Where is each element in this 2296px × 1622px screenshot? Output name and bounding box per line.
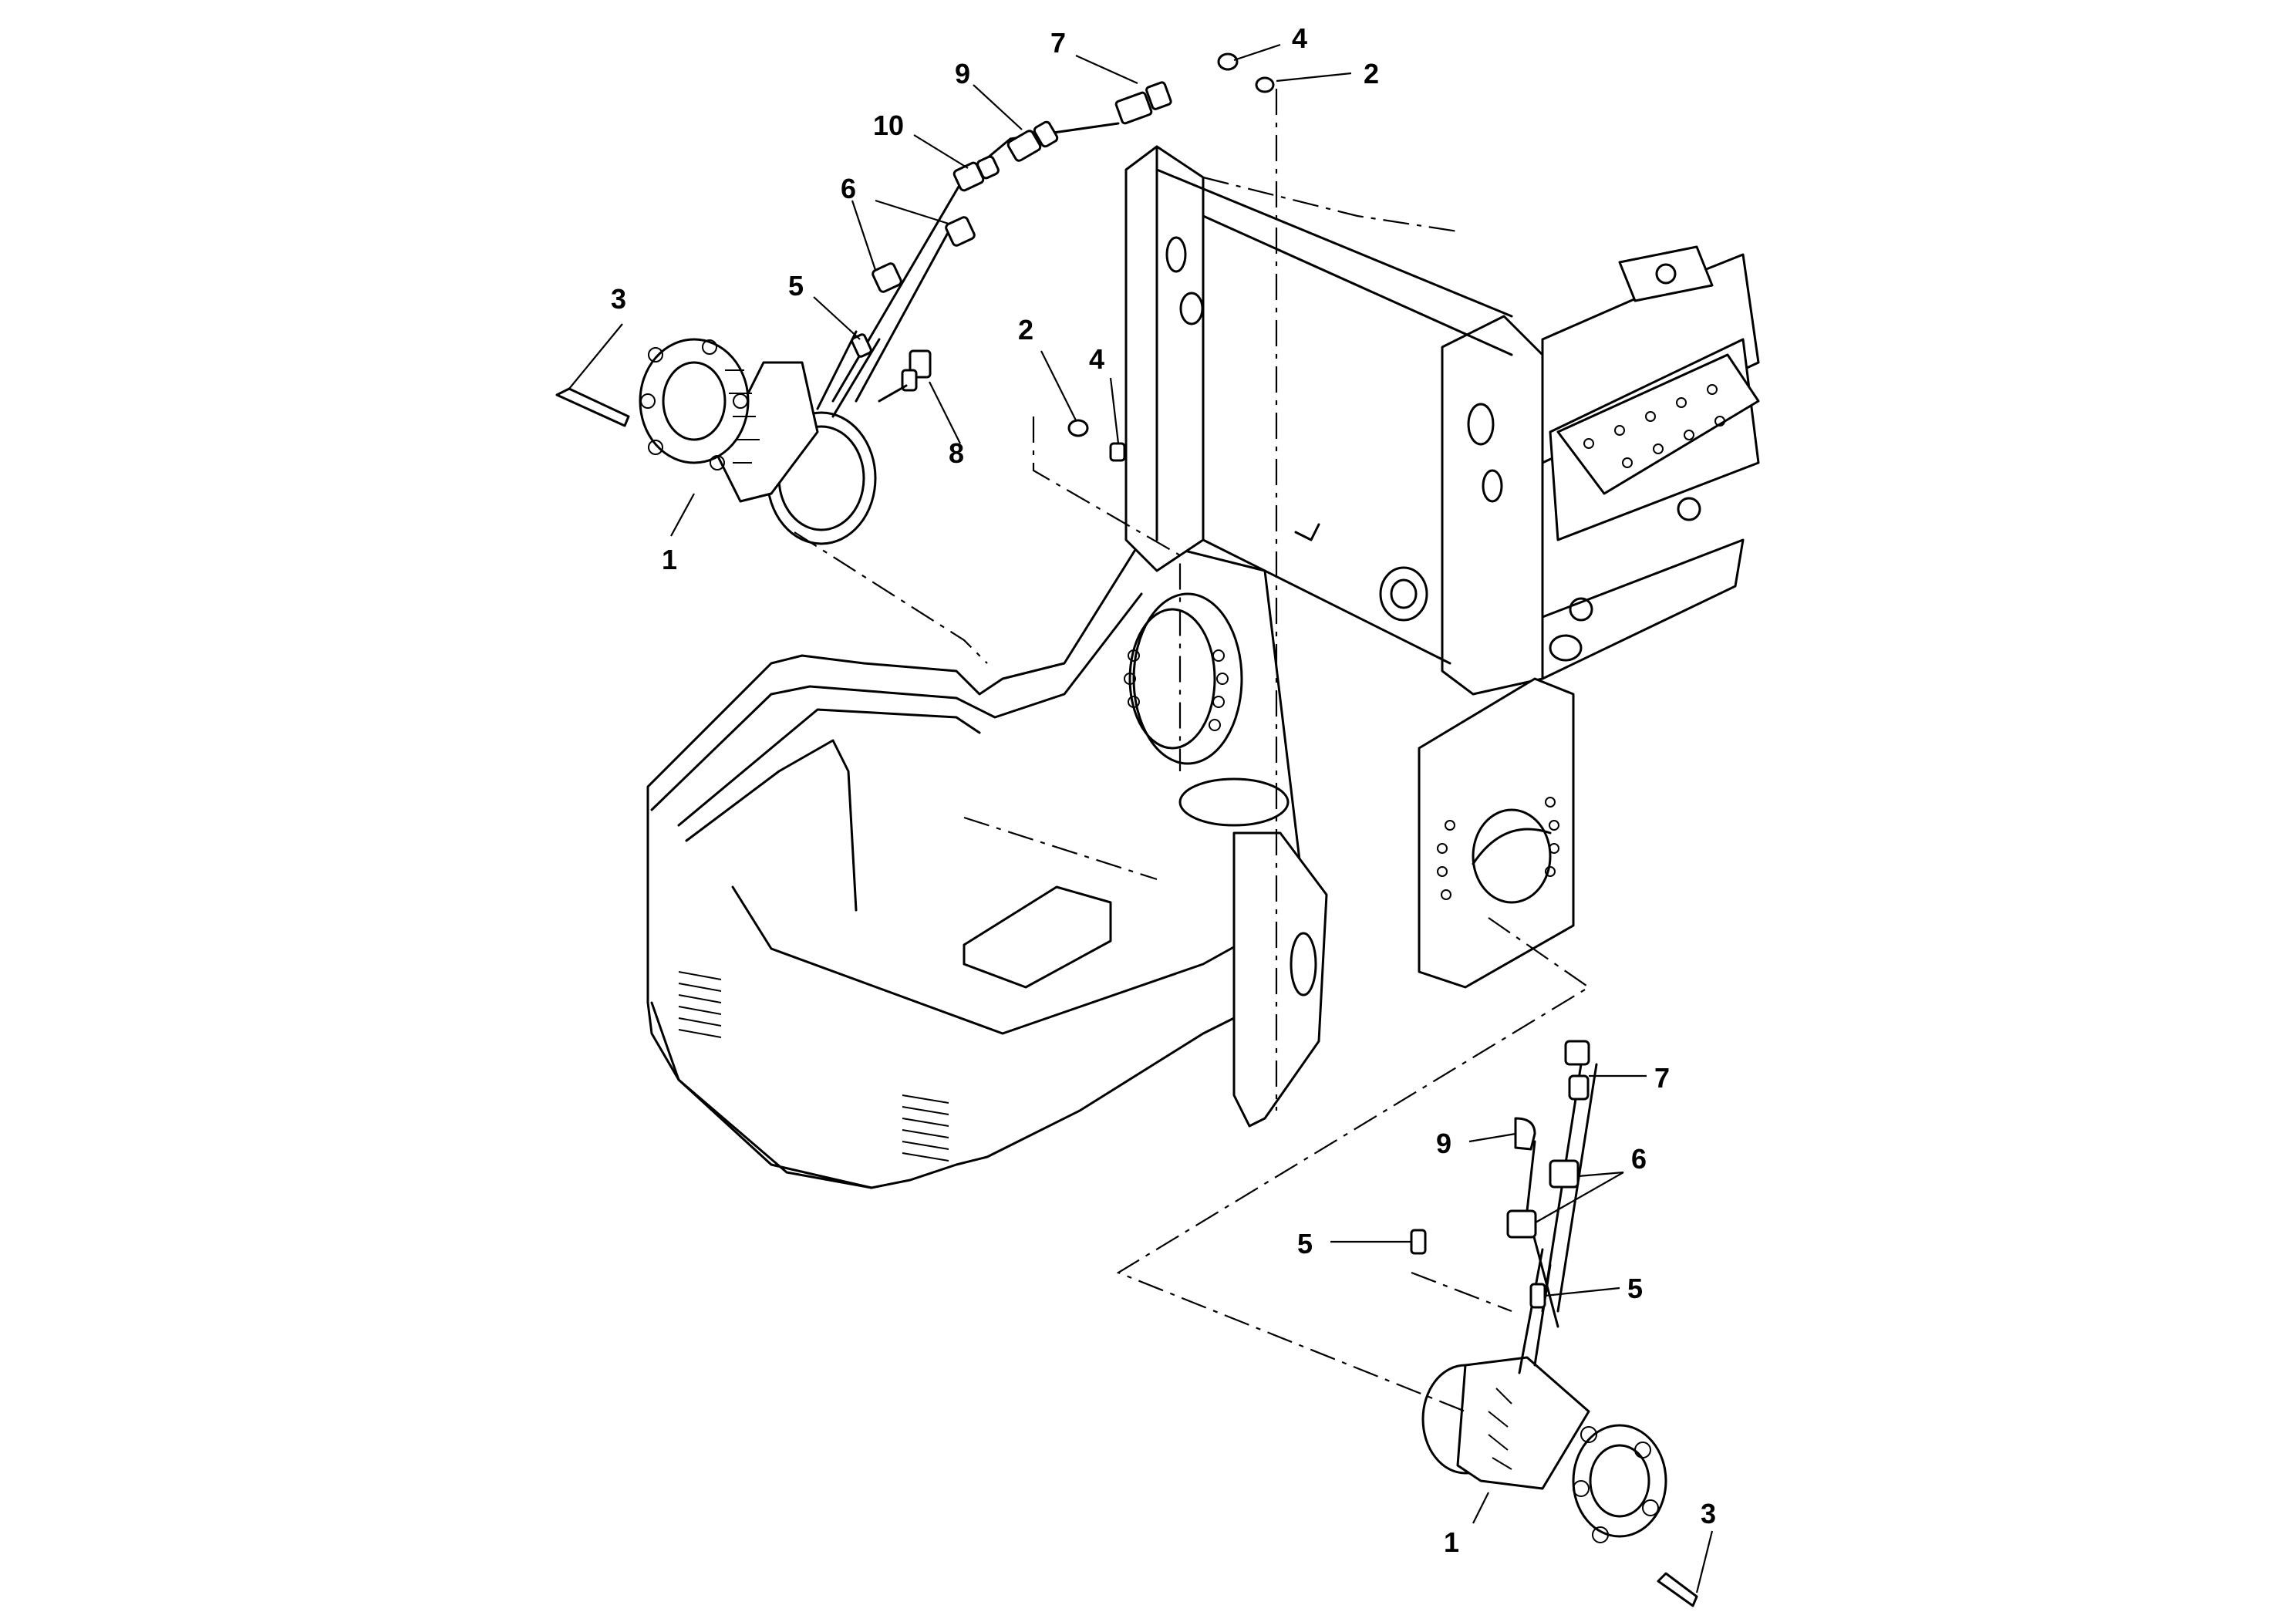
- plate-bolts: [1583, 384, 1725, 468]
- callout-7-lower: 7: [1654, 1062, 1670, 1094]
- fitting-8-upper: [878, 349, 932, 403]
- motor-flange-bolts-lower: [1573, 1426, 1659, 1543]
- callout-9-lower: 9: [1436, 1128, 1451, 1159]
- motor-fins-upper: [725, 369, 760, 464]
- callout-3-lower: 3: [1701, 1498, 1716, 1529]
- callout-6-lower: 6: [1631, 1143, 1647, 1175]
- fitting-7-upper: [1114, 81, 1172, 125]
- callout-1-upper: 1: [662, 544, 677, 575]
- fitting-6-lower-a: [1549, 1159, 1580, 1189]
- callout-3-upper: 3: [611, 283, 626, 315]
- callout-1-lower: 1: [1444, 1526, 1459, 1558]
- callout-2-top: 2: [1364, 58, 1379, 89]
- fitting-6-upper-a: [945, 216, 976, 247]
- fitting-5-lower-b: [1529, 1283, 1546, 1309]
- washer-2-mid: [1067, 419, 1089, 437]
- callout-2-mid: 2: [1018, 314, 1033, 346]
- drive-plate-holes: [1437, 797, 1559, 900]
- fitting-5-lower-a: [1410, 1229, 1427, 1255]
- fitting-9-upper: [1006, 120, 1059, 162]
- callout-10-upper: 10: [873, 110, 904, 141]
- callout-7-upper: 7: [1050, 27, 1066, 59]
- fitting-5-upper: [851, 333, 872, 358]
- vent-grille-left: [678, 971, 722, 1038]
- callout-5-lower-b: 5: [1627, 1273, 1643, 1304]
- motor-assembly-lower: [1421, 1248, 1667, 1543]
- motor-fins-lower: [1488, 1388, 1512, 1470]
- callout-8-upper: 8: [949, 437, 964, 469]
- vent-grille-right: [902, 1094, 949, 1162]
- fitting-10-upper: [952, 155, 1000, 192]
- fitting-6-upper-b: [872, 262, 902, 293]
- bolt-4-mid: [1109, 442, 1126, 462]
- callout-4-top: 4: [1292, 22, 1307, 54]
- callout-5-upper: 5: [788, 270, 804, 302]
- slew-ring-bolts: [1124, 649, 1229, 731]
- motor-assembly-upper: [639, 330, 881, 545]
- motor-flange-bolts-upper: [640, 339, 748, 470]
- fitting-7-lower: [1564, 1040, 1590, 1101]
- bolt-4-top: [1217, 52, 1239, 71]
- callout-leaders: [568, 43, 1714, 1593]
- fitting-9-lower: [1514, 1117, 1536, 1151]
- washer-2-top: [1255, 76, 1275, 93]
- fitting-6-lower-b: [1506, 1209, 1537, 1239]
- chassis-frame: [646, 145, 1760, 1189]
- callout-9-upper: 9: [955, 58, 970, 89]
- callout-5-lower-a: 5: [1297, 1228, 1313, 1259]
- callout-4-mid: 4: [1089, 343, 1104, 375]
- bolt-3-upper: [555, 387, 630, 427]
- callout-labels: 7 4 2 9 10 6 5 3 2 4 8 1 7 9 6 5 5 3 1: [611, 22, 1716, 1558]
- callout-6-upper: 6: [841, 173, 856, 204]
- bolt-3-lower: [1657, 1572, 1698, 1607]
- assembly-dash-lines: [794, 89, 1591, 1413]
